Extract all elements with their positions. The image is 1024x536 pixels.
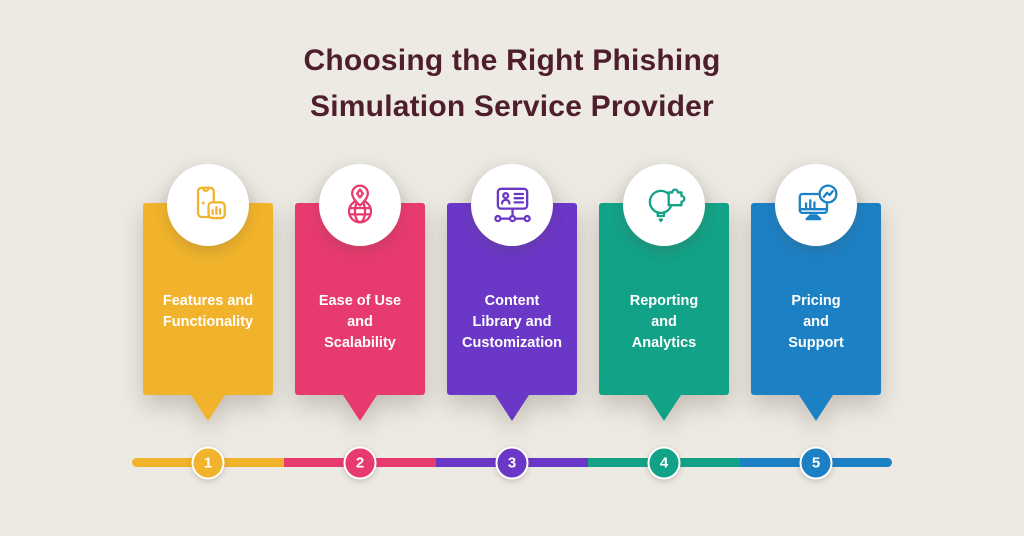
- card-pricing-and-support: Pricing and Support: [751, 164, 881, 395]
- monitor-analytics-icon: [798, 184, 838, 221]
- icon-circle: [319, 164, 401, 246]
- timeline-node-3: 3: [495, 446, 529, 479]
- card-label: Reporting and Analytics: [629, 293, 699, 351]
- card-label: Features and Functionality: [162, 293, 254, 330]
- card-label: Content Library and Customization: [462, 293, 562, 351]
- card-features-and-functionality: Features and Functionality: [143, 164, 273, 395]
- id-card-network-icon: [494, 187, 531, 223]
- timeline: 1 2 3 4 5: [132, 446, 892, 479]
- icon-circle: [775, 164, 857, 246]
- card-label: Ease of Use and Scalability: [318, 293, 402, 351]
- lightbulb-puzzle-icon: [648, 188, 686, 223]
- icon-circle: [167, 164, 249, 246]
- card-content-library-and-customization: Content Library and Customization: [447, 164, 577, 395]
- timeline-node-1: 1: [191, 446, 225, 479]
- page-title: Choosing the Right Phishing Simulation S…: [303, 44, 721, 123]
- icon-circle: [471, 164, 553, 246]
- globe-location-pin-icon: [347, 184, 373, 224]
- card-ease-of-use-and-scalability: Ease of Use and Scalability: [295, 164, 425, 395]
- timeline-node-5: 5: [799, 446, 833, 479]
- cards-row: Features and Functionality Ease of Use a…: [143, 164, 881, 395]
- timeline-node-2: 2: [343, 446, 377, 479]
- phone-analytics-icon: [196, 186, 226, 220]
- icon-circle: [623, 164, 705, 246]
- card-reporting-and-analytics: Reporting and Analytics: [599, 164, 729, 395]
- timeline-node-4: 4: [647, 446, 681, 479]
- card-label: Pricing and Support: [788, 293, 844, 351]
